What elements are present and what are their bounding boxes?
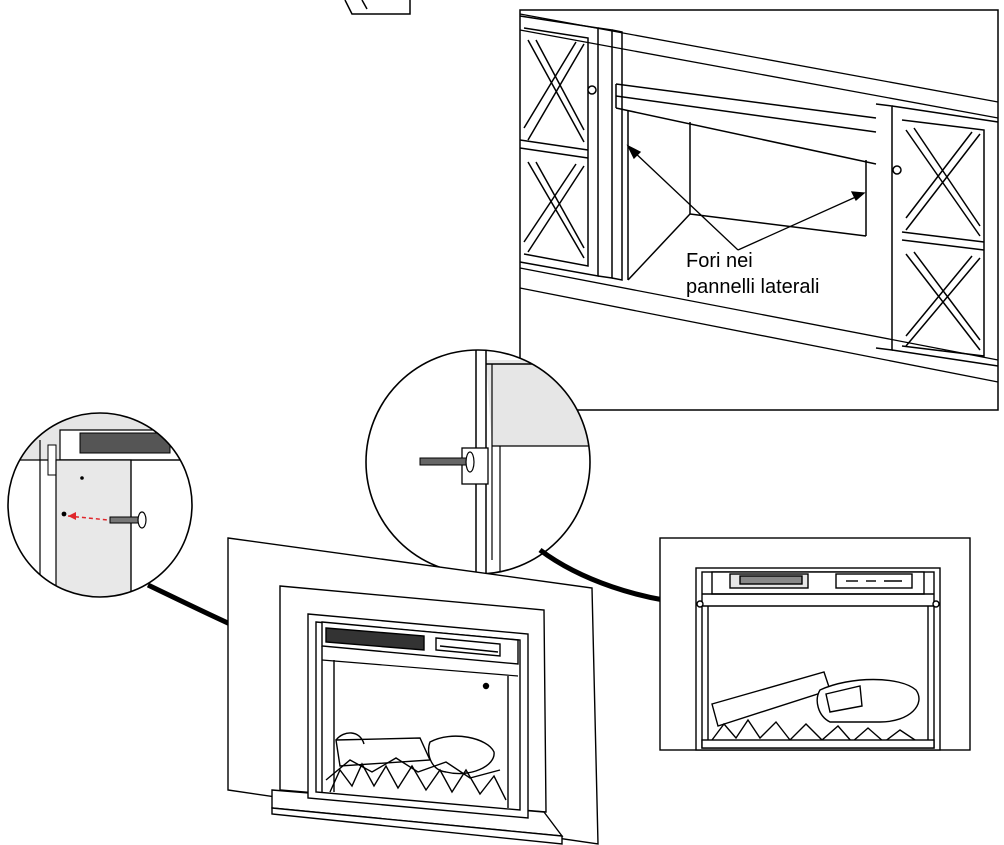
bracket-screw-icon xyxy=(419,457,469,466)
callout-arrows xyxy=(626,144,866,251)
main-fireplace xyxy=(227,537,599,845)
previous-figure-fragment xyxy=(344,0,411,15)
right-door xyxy=(875,103,999,367)
cabinet-closeup-inset xyxy=(519,9,999,411)
label-line-1: Fori nei xyxy=(686,250,753,272)
left-door xyxy=(519,15,599,277)
right-fireplace xyxy=(659,537,971,751)
screw-icon xyxy=(109,516,141,524)
side-panel-holes-label: Fori nei pannelli laterali xyxy=(686,248,876,300)
center-opening xyxy=(597,27,877,281)
left-detail-magnifier xyxy=(7,412,319,663)
label-line-2: pannelli laterali xyxy=(686,276,820,298)
